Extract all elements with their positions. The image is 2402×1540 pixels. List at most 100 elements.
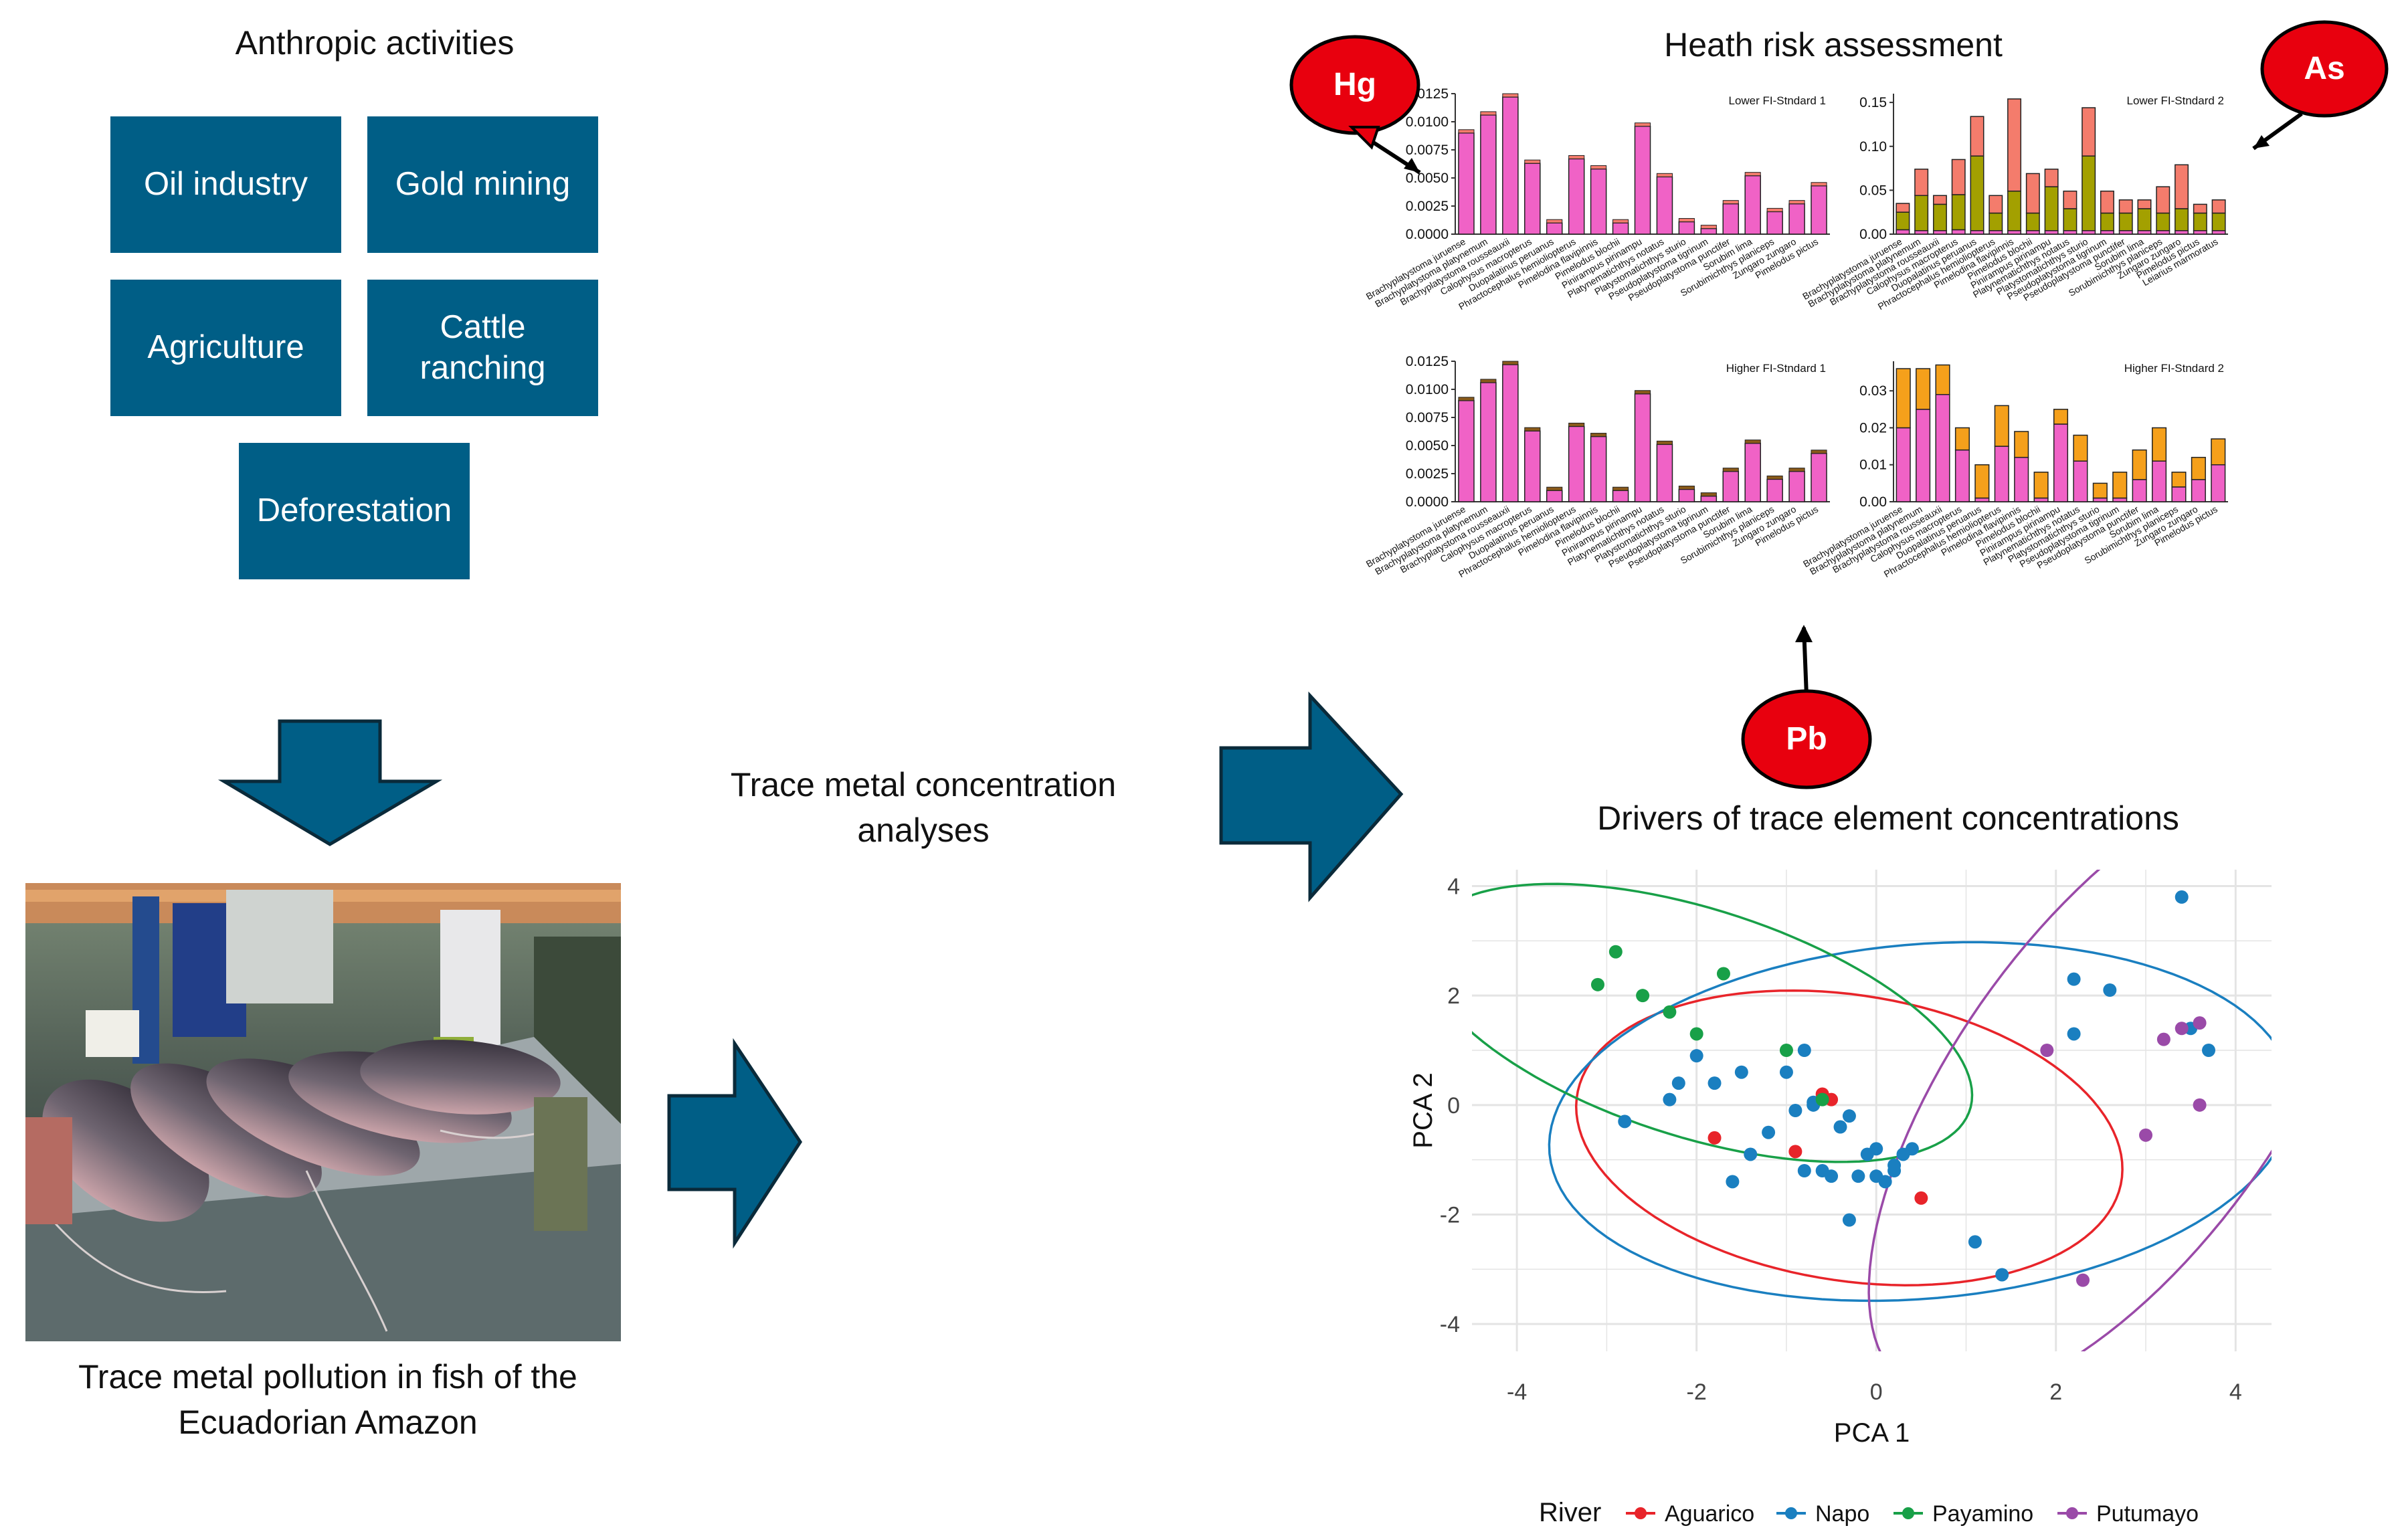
hg-badge: Hg [1289, 35, 1421, 175]
y-tick-label: 0.0075 [1406, 410, 1449, 425]
bar-segment [2191, 456, 2206, 480]
bar [1458, 132, 1475, 235]
bar [1788, 470, 1805, 502]
bar-segment [2211, 438, 2226, 466]
bar [1634, 125, 1651, 235]
bar-segment [2193, 203, 2207, 214]
y-tick-label: 0.0025 [1406, 466, 1449, 482]
bar-segment [2156, 212, 2170, 231]
panel-title: Higher FI-Stndard 1 [1726, 362, 1826, 375]
photo-caption: Trace metal pollution in fish of the Ecu… [27, 1355, 629, 1445]
bar-segment [1989, 195, 2003, 214]
hg-badge-label: Hg [1333, 67, 1376, 102]
point-putumayo [2156, 1032, 2170, 1046]
bar-segment [2025, 173, 2040, 214]
bar-segment [2014, 456, 2029, 502]
bar-cap [1700, 225, 1717, 229]
bar-cap [1502, 93, 1519, 98]
point-napo [1744, 1147, 1758, 1161]
bar-segment [2211, 464, 2226, 502]
bar-segment [2100, 230, 2114, 235]
x-tick-label: -2 [1687, 1379, 1707, 1405]
bar-segment [1970, 155, 1984, 231]
bar [1656, 176, 1673, 235]
bar-panel-lower-1: Lower FI-Stndard 10.01250.01000.00750.00… [1364, 86, 1830, 312]
y-tick-label: 0.0000 [1406, 494, 1449, 510]
panel-title: Higher FI-Stndard 2 [2124, 362, 2224, 375]
y-tick-label: 0.0000 [1406, 227, 1449, 242]
box-cattle-label-1: Cattle [440, 308, 526, 345]
bar-cap [1722, 468, 1739, 472]
bar [1458, 400, 1475, 502]
bar-cap [1634, 122, 1651, 127]
bar-segment [1970, 230, 1984, 235]
bar-segment [2132, 479, 2147, 502]
bar-segment [1935, 364, 1950, 395]
y-tick-label: -2 [1440, 1202, 1460, 1228]
box-gold-mining-label: Gold mining [395, 166, 571, 203]
bar-segment [1932, 230, 1947, 235]
bar [1502, 364, 1519, 502]
point-napo [1734, 1065, 1748, 1079]
bar-segment [1896, 203, 1910, 213]
y-tick-label: 0.00 [1859, 227, 1887, 242]
bar-segment [1951, 159, 1966, 195]
bar-segment [1974, 464, 1990, 499]
bar-segment [2044, 230, 2059, 235]
bar-cap [1458, 129, 1475, 134]
bar-segment [1916, 409, 1931, 502]
bar-segment [2137, 208, 2152, 231]
bar-segment [1994, 446, 2009, 502]
bar-segment [2152, 460, 2167, 502]
y-tick-label: 0 [1447, 1093, 1460, 1119]
y-tick-label: -4 [1440, 1312, 1460, 1337]
anthropic-activities-title: Anthropic activities [235, 24, 515, 62]
point-aguarico [1914, 1191, 1928, 1205]
bar-segment [2033, 472, 2049, 499]
bar-cap [1788, 468, 1805, 472]
point-payamino [1689, 1027, 1703, 1041]
point-napo [1797, 1044, 1811, 1057]
bar-segment [1896, 427, 1911, 502]
legend-marker [1635, 1507, 1647, 1519]
bar-cap [1656, 440, 1673, 445]
y-tick-label: 0.0075 [1406, 142, 1449, 158]
bar [1788, 203, 1805, 235]
x-axis-title: PCA 1 [1834, 1418, 1910, 1448]
bar-segment [2193, 230, 2207, 235]
bar-cap [1590, 165, 1607, 170]
bar-cap [1744, 172, 1761, 177]
legend-title: River [1539, 1498, 1601, 1527]
box-agriculture: Agriculture [110, 280, 341, 416]
bar-cap [1811, 450, 1827, 454]
point-putumayo [2193, 1016, 2207, 1030]
point-napo [2202, 1044, 2216, 1057]
bar-segment [1970, 116, 1984, 157]
point-putumayo [2139, 1128, 2153, 1142]
bar-cap [1678, 218, 1695, 223]
bar [1546, 490, 1563, 502]
bar-segment [1914, 169, 1929, 196]
point-napo [1663, 1092, 1677, 1106]
bar-segment [1932, 195, 1947, 205]
legend-marker [1785, 1507, 1797, 1519]
bar [1744, 442, 1761, 502]
point-putumayo [2040, 1044, 2054, 1057]
bar-panel-lower-2: Lower FI-Stndard 20.150.100.050.00Brachy… [1800, 94, 2228, 312]
box-deforestation: Deforestation [239, 443, 470, 579]
x-tick-label: 0 [1870, 1379, 1883, 1405]
bar-segment [2118, 199, 2133, 214]
panel-title: Lower FI-Stndard 2 [2126, 94, 2224, 107]
bar [1656, 444, 1673, 502]
bar-segment [2014, 431, 2029, 458]
legend-label: Putumayo [2096, 1501, 2199, 1527]
bar-segment [2191, 479, 2206, 502]
photo-caption-line-1: Trace metal pollution in fish of the [78, 1358, 577, 1395]
bar-cap [1546, 219, 1563, 223]
bar-segment [2171, 486, 2187, 502]
bar-segment [2082, 107, 2096, 157]
point-aguarico [1788, 1145, 1803, 1159]
bar-segment [2025, 230, 2040, 235]
bar-segment [2137, 199, 2152, 209]
